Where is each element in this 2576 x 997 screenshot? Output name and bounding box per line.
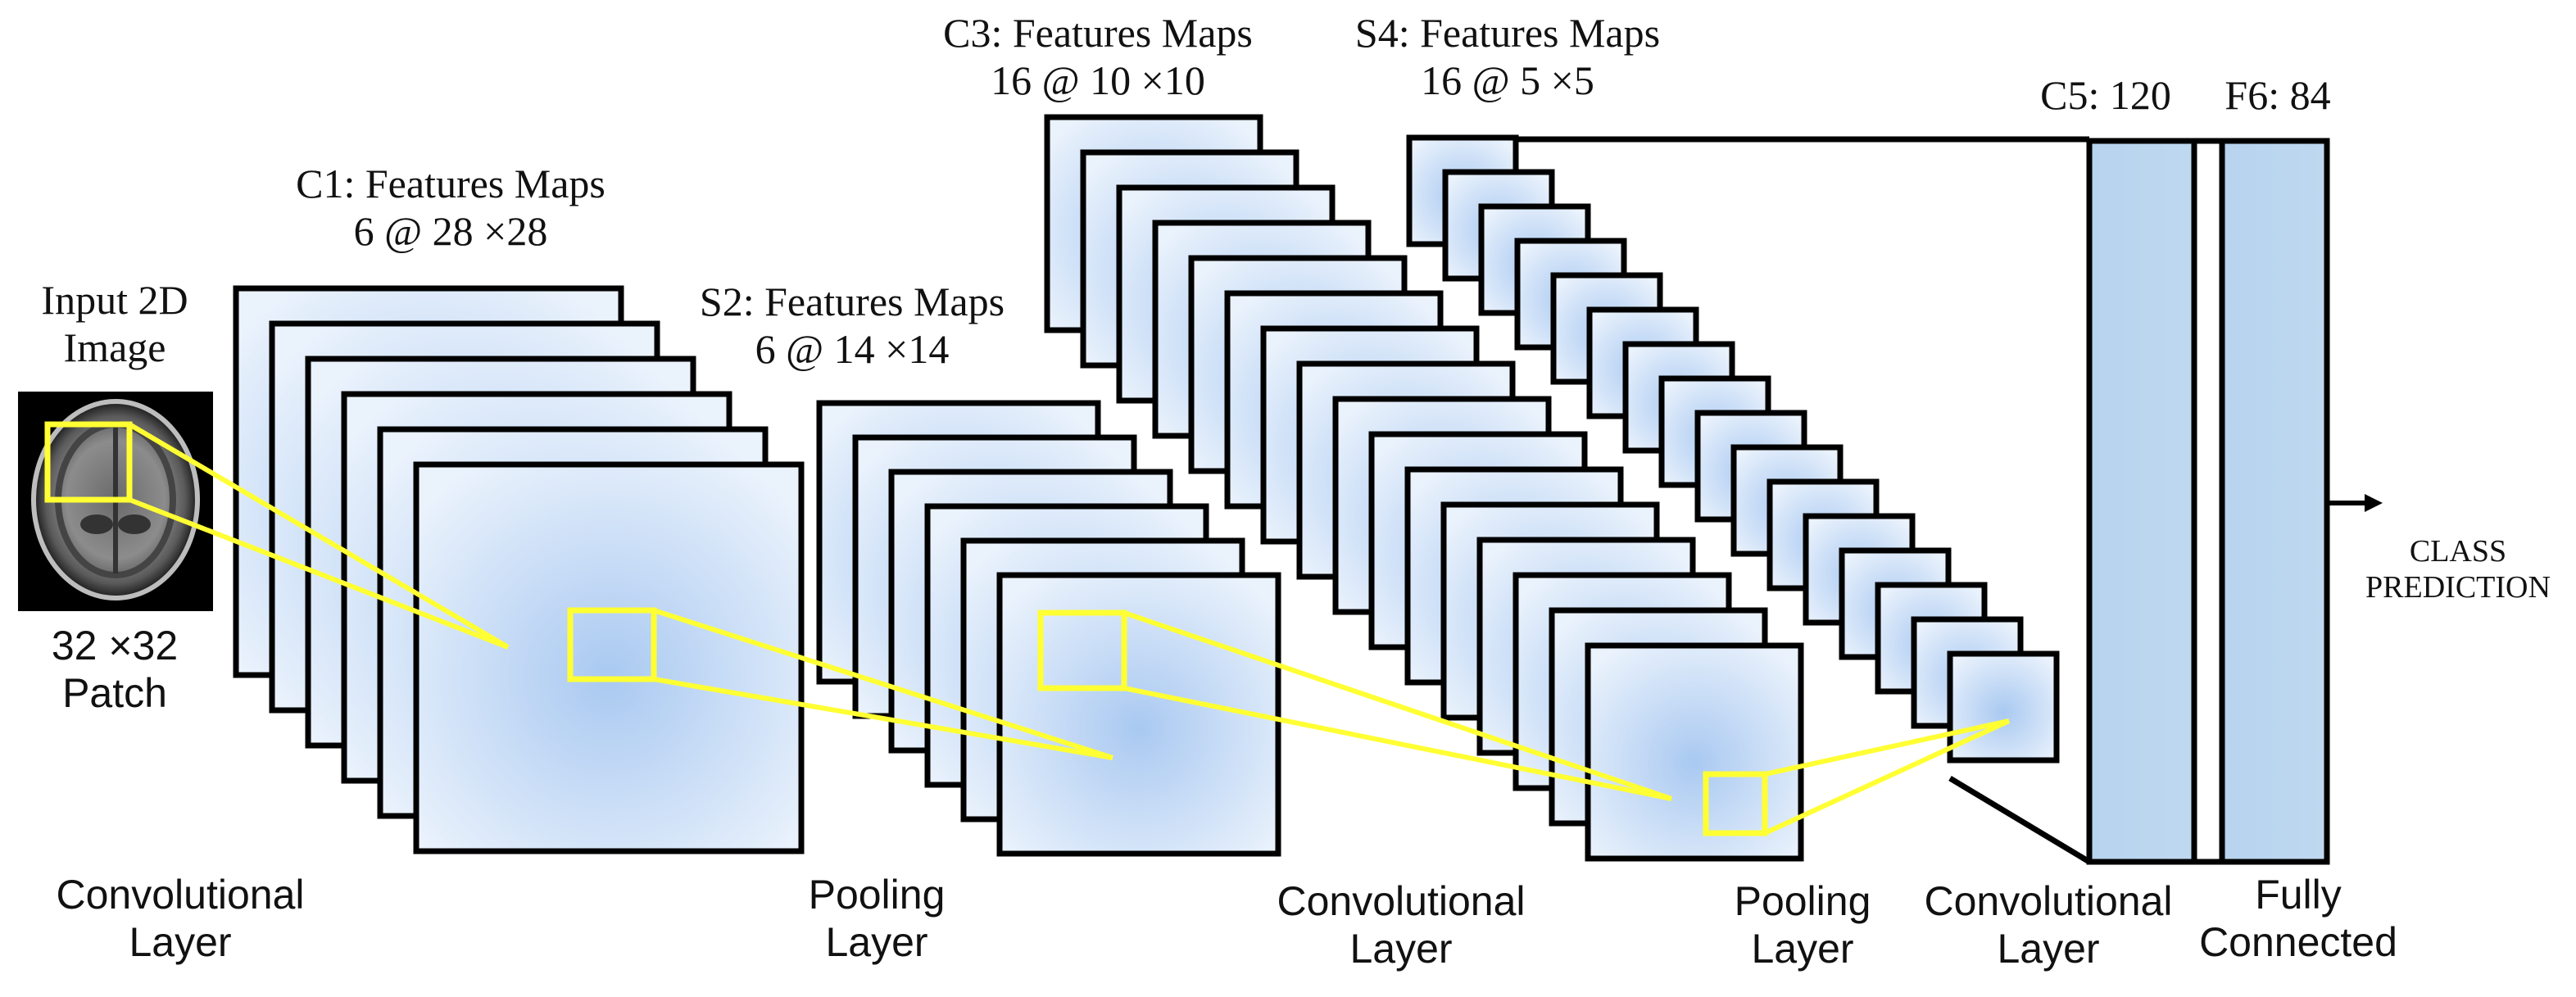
input-image <box>18 392 213 611</box>
projection-line <box>653 608 1113 760</box>
pool-layer-2-caption: Pooling Layer <box>1734 878 1871 972</box>
conv-layer-3-caption: Convolutional Layer <box>1924 878 2173 972</box>
projection-line <box>1123 686 1672 801</box>
projection-line <box>653 677 1113 760</box>
s4-label: S4: Features Maps 16 @ 5 ×5 <box>1354 10 1661 103</box>
input-receptive-field <box>44 421 133 503</box>
f6-label: F6: 84 <box>2225 72 2331 118</box>
s4-stack <box>1406 134 2060 764</box>
s2-stack <box>816 400 1281 857</box>
s2-map <box>996 572 1281 857</box>
s4-to-c5-connector-bottom <box>1948 775 2091 865</box>
s2-receptive-field <box>1037 610 1127 691</box>
fc-layers <box>1516 136 2383 865</box>
conv-layer-2-caption: Convolutional Layer <box>1277 878 1526 972</box>
c3-receptive-field <box>1703 771 1768 836</box>
projection-line <box>1123 610 1672 801</box>
conv-layer-1-caption: Convolutional Layer <box>56 872 305 965</box>
c1-label: C1: Features Maps 6 @ 28 ×28 <box>296 161 605 254</box>
class-prediction-label: CLASS PREDICTION <box>2365 534 2551 605</box>
projection-line <box>1763 718 2011 836</box>
s4-map <box>1947 650 2060 764</box>
c1-stack <box>233 285 805 854</box>
c3-map <box>1585 642 1804 862</box>
c5-block <box>2086 138 2197 865</box>
c1-map <box>413 461 805 854</box>
c1-receptive-field <box>567 607 657 682</box>
c3-stack <box>1044 114 1804 862</box>
c3-label: C3: Features Maps 16 @ 10 ×10 <box>943 10 1253 103</box>
input-image-label: Input 2D Image <box>41 277 188 370</box>
projection-line <box>128 422 510 650</box>
receptive-field-projections <box>128 422 2011 836</box>
patch-size-label: 32 ×32 Patch <box>51 623 179 716</box>
s2-label: S2: Features Maps 6 @ 14 ×14 <box>699 279 1005 372</box>
pool-layer-1-caption: Pooling Layer <box>808 872 946 965</box>
c5-label: C5: 120 <box>2040 72 2171 118</box>
arrow-right-icon <box>2365 494 2383 512</box>
projection-line <box>1764 718 2010 777</box>
fc-caption: Fully Connected <box>2199 872 2397 965</box>
f6-block <box>2219 138 2330 865</box>
projection-line <box>128 497 510 650</box>
